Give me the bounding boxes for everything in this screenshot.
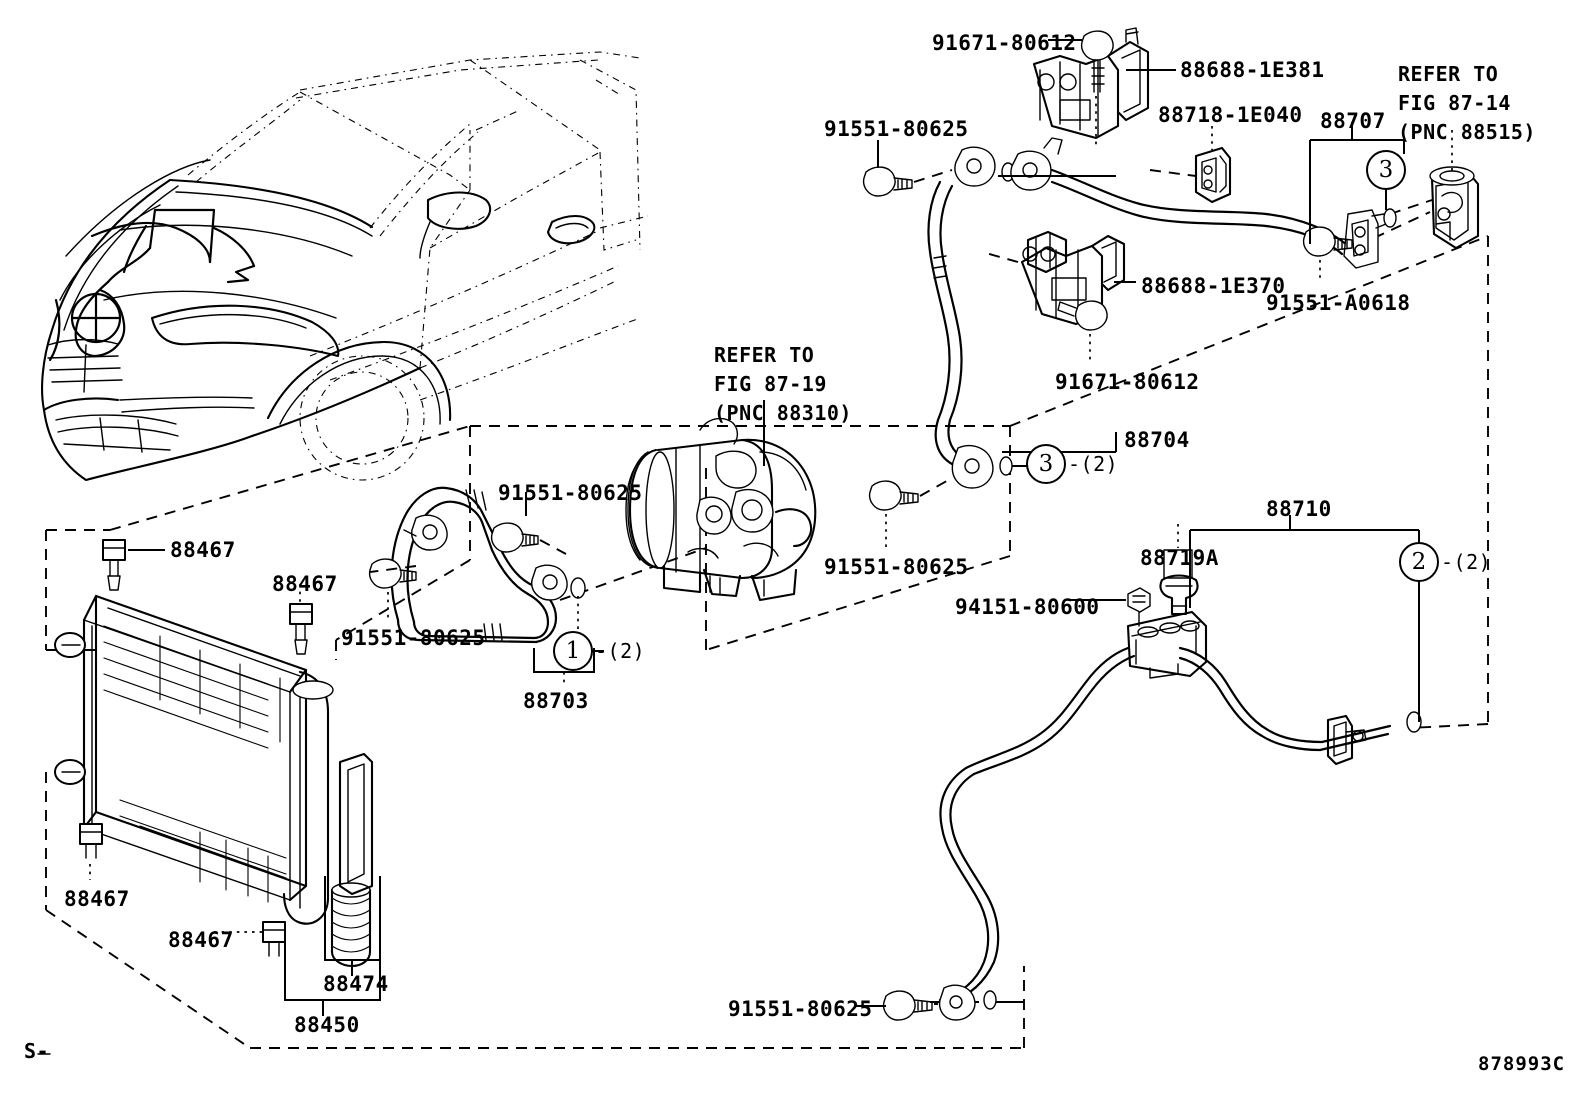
callout-circles [553,150,1439,671]
part-label-refertofig87-19pnc88310: REFER TO FIG 87-19 (PNC 88310) [714,343,852,425]
part-label-88688-1e381: 88688-1E381 [1180,58,1325,82]
callout-quantity: -(2) [1441,550,1492,574]
line-88707 [1050,122,1480,282]
drawing-number: 878993C [1478,1053,1566,1075]
bolt-91551-80625-upper [862,166,913,197]
callout-quantity: -(2) [1068,452,1119,476]
part-label-91671-80612: 91671-80612 [932,31,1077,55]
part-label-88703: 88703 [523,689,589,713]
part-label-91671-80612: 91671-80612 [1055,370,1200,394]
hose-88704 [862,137,1117,548]
part-label-91551-80625: 91551-80625 [728,997,873,1021]
callout-number-3: 3 [1378,157,1394,183]
part-label-88450: 88450 [294,1013,360,1037]
callout-number-1: 1 [565,638,581,664]
compressor-88310 [625,400,817,602]
part-label-88704: 88704 [1124,428,1190,452]
part-label-88474: 88474 [323,972,389,996]
part-label-88688-1e370: 88688-1E370 [1141,274,1286,298]
part-label-88467: 88467 [170,538,236,562]
grommet-88467-bottom-left [79,823,103,859]
callout-quantity: -(2) [595,639,646,663]
callout-number-3: 3 [1038,451,1054,477]
bolt-91551-80625-bottom [882,990,933,1021]
bracket-88688-1E381 [1032,27,1232,204]
part-label-91551-80625: 91551-80625 [824,555,969,579]
grommet-88467-top-left [102,539,126,591]
callout-number-2: 2 [1411,549,1427,575]
part-label-94151-80600: 94151-80600 [955,595,1100,619]
part-label-88467: 88467 [168,928,234,952]
part-label-refertofig87-14pnc88515: REFER TO FIG 87-14 (PNC 88515) [1398,62,1536,144]
grommet-88467-bottom-center [262,921,286,957]
part-label-88710: 88710 [1266,497,1332,521]
part-label-88467: 88467 [64,887,130,911]
part-label-91551-80625: 91551-80625 [824,117,969,141]
part-label-91551-a0618: 91551-A0618 [1266,291,1411,315]
group-boundary-dashed-lines [45,199,1489,1049]
part-label-88467: 88467 [272,572,338,596]
part-label-91551-80625: 91551-80625 [498,481,643,505]
bracket-88688-1E370 [981,230,1136,362]
vehicle-ghost-illustration [41,51,649,482]
hose-88703 [368,486,604,686]
bolt-91551-80625-left [368,558,417,589]
line-88710 [854,515,1422,1021]
condenser-assembly [54,539,381,1016]
grommet-88467-top-right [289,603,313,655]
sheet-corner-mark-text: S- [24,1039,50,1063]
part-label-88719a: 88719A [1140,546,1219,570]
part-label-88718-1e040: 88718-1E040 [1158,103,1303,127]
part-label-88707: 88707 [1320,109,1386,133]
bolt-91551-80625-compressor [868,480,919,511]
part-label-91551-80625: 91551-80625 [341,626,486,650]
bolt-91551-A0618 [1302,226,1353,257]
bolt-91551-80625-right [490,522,539,553]
